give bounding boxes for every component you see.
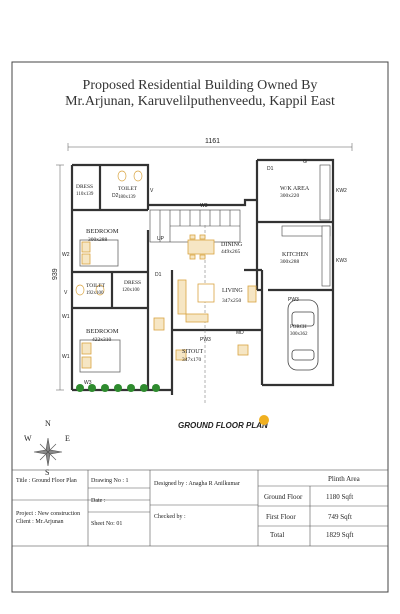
room-dress1-size: 110x139 xyxy=(76,192,94,197)
width-dimension xyxy=(67,143,353,151)
main-door: MD xyxy=(236,330,244,336)
window-pw3: PW3 xyxy=(200,337,211,343)
width-dimension-label: 1161 xyxy=(205,138,220,145)
window-pw3-porch: PW3 xyxy=(288,297,299,303)
title-block-title: Title : Ground Floor Plan xyxy=(16,478,77,484)
plinth-row-first-label: First Floor xyxy=(266,513,296,521)
window-kw3: KW3 xyxy=(336,258,347,264)
window-w1-b: W1 xyxy=(62,354,70,360)
opening-labels: D1 G D2 D1 MD UP W3 PW3 KW2 KW3 PW3 W2 V… xyxy=(62,159,347,386)
compass-s: S xyxy=(45,468,49,477)
room-kitchen-name: KITCHEN xyxy=(282,252,309,258)
room-porch-name: PORCH xyxy=(290,325,307,330)
room-work-area-name: W/K AREA xyxy=(280,186,310,192)
window-w3-top: W3 xyxy=(200,203,208,209)
title-block-sheet-no: Sheet No: 01 xyxy=(91,521,123,527)
compass-n: N xyxy=(45,419,51,428)
room-living-name: LIVING xyxy=(222,288,243,294)
room-dress2-size: 120x100 xyxy=(122,288,140,293)
title-block-drawing-no: Drawing No : 1 xyxy=(91,478,129,484)
room-dress2-name: DRESS xyxy=(124,280,141,286)
title-line-1: Proposed Residential Building Owned By xyxy=(82,78,318,93)
room-kitchen-size: 300x288 xyxy=(280,259,300,265)
title-block xyxy=(11,469,389,547)
room-bedroom1-name: BEDROOM xyxy=(86,228,119,235)
title-block-client: Client : Mr.Arjunan xyxy=(16,519,64,525)
compass-e: E xyxy=(65,434,70,443)
compass-w: W xyxy=(24,434,32,443)
height-dimension-label: 939 xyxy=(52,268,59,280)
title-block-designed-by: Designed by : Anagha R Anilkumar xyxy=(154,481,240,487)
vent-left: V xyxy=(64,290,68,296)
room-bedroom2-name: BEDROOM xyxy=(86,328,119,335)
kitchen-counters xyxy=(281,164,331,287)
sheet-border xyxy=(11,61,389,593)
room-bedroom2-size: 422x310 xyxy=(92,337,112,343)
furniture xyxy=(79,234,257,373)
room-living-size: 347x250 xyxy=(222,298,242,304)
plinth-area-header: Plinth Area xyxy=(328,475,360,483)
title-block-date: Date : xyxy=(91,498,106,504)
room-sitout-size: 347x170 xyxy=(182,357,202,363)
title-block-checked-by: Checked by : xyxy=(154,514,186,520)
door-d2: D2 xyxy=(112,193,119,199)
room-work-area-size: 300x220 xyxy=(280,193,300,199)
plinth-row-total-label: Total xyxy=(270,531,285,539)
window-w2: W2 xyxy=(62,252,70,258)
vent-right: V xyxy=(150,188,154,194)
compass-icon xyxy=(33,437,63,467)
planter-box xyxy=(76,384,160,392)
gate-label: G xyxy=(303,159,307,165)
window-kw2: KW2 xyxy=(336,188,347,194)
room-toilet1-size: 180x139 xyxy=(118,195,136,200)
door-d1-top: D1 xyxy=(267,166,274,172)
room-sitout-name: SITOUT xyxy=(182,349,204,355)
plinth-row-total-value: 1829 Sqft xyxy=(326,531,354,539)
plinth-row-ground-value: 1180 Sqft xyxy=(326,493,354,501)
door-d1-mid: D1 xyxy=(155,272,162,278)
room-dress1-name: DRESS xyxy=(76,184,93,190)
window-w3-bottom: W3 xyxy=(84,380,92,386)
title-block-project: Project : New construction xyxy=(16,511,81,517)
room-bedroom1-size: 300x288 xyxy=(88,237,108,243)
room-toilet1-name: TOILET xyxy=(118,186,138,192)
window-w1-a: W1 xyxy=(62,314,70,320)
title-line-2: Mr.Arjunan, Karuvelilputhenveedu, Kappil… xyxy=(65,94,335,109)
room-dining-name: DINING xyxy=(221,242,243,248)
room-dining-size: 449x265 xyxy=(221,249,241,255)
plinth-row-ground-label: Ground Floor xyxy=(264,493,303,501)
plan-label: GROUND FLOOR PLAN xyxy=(178,421,268,430)
plinth-row-first-value: 749 Sqft xyxy=(328,513,352,521)
plan-badge xyxy=(259,415,269,425)
height-dimension xyxy=(56,164,64,391)
room-labels: DRESS 110x139 TOILET 180x139 BEDROOM 300… xyxy=(76,184,310,363)
car-icon xyxy=(287,299,319,371)
toilet-fixtures xyxy=(75,170,143,296)
room-toilet2-name: TOILET xyxy=(86,283,106,289)
room-porch-size: 300x362 xyxy=(290,332,308,337)
stair-up: UP xyxy=(157,236,165,242)
room-toilet2-size: 192x100 xyxy=(86,291,104,296)
